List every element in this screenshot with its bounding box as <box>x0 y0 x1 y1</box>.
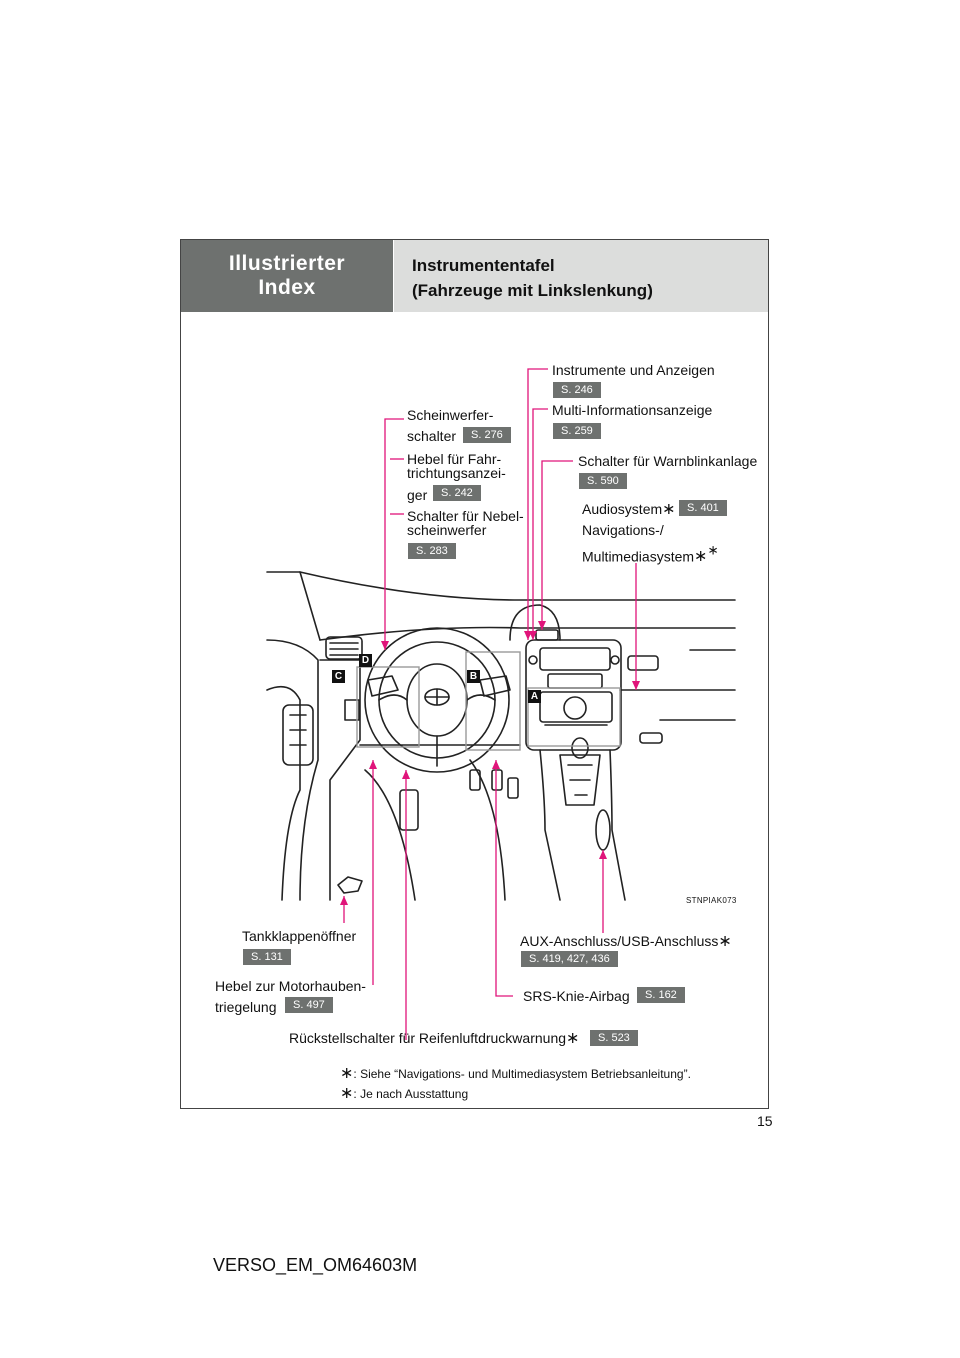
page-header: Instrumententafel (Fahrzeuge mit Linksle… <box>394 240 768 312</box>
label-nebel-line2: scheinwerfer <box>407 522 487 538</box>
badge-srs-page[interactable]: S. 162 <box>637 987 685 1003</box>
label-srs: SRS-Knie-Airbag <box>523 988 630 1004</box>
footnote-ausstattung: ∗: Je nach Ausstattung <box>340 1085 469 1102</box>
label-hebel-line1: Hebel für Fahr- <box>407 451 502 467</box>
badge-scheinwerfer-page[interactable]: S. 276 <box>463 427 511 443</box>
page-frame <box>180 239 769 1109</box>
label-multi-info: Multi-Informationsanzeige <box>552 402 713 418</box>
label-navi-line1: Navigations-/ <box>582 522 664 538</box>
page-title-line1: Instrumententafel <box>412 256 555 275</box>
dashboard-drawing <box>266 571 736 901</box>
leader-arrows <box>340 621 640 905</box>
badge-multi-info-page[interactable]: S. 259 <box>553 423 601 439</box>
badge-aux-page[interactable]: S. 419, 427, 436 <box>521 951 618 967</box>
label-hebel-line3: ger <box>407 487 428 503</box>
badge-warnblink-page[interactable]: S. 590 <box>579 473 627 489</box>
badge-audio-page[interactable]: S. 401 <box>679 500 727 516</box>
section-tab: Illustrierter Index <box>181 240 393 312</box>
section-title: Illustrierter Index <box>228 252 346 299</box>
leader-lines <box>343 368 637 1040</box>
label-nebel-line1: Schalter für Nebel- <box>407 508 524 524</box>
document-code: VERSO_EM_OM64603M <box>213 1255 418 1275</box>
marker-a: A <box>528 690 541 703</box>
label-instrumente: Instrumente und Anzeigen <box>552 362 715 378</box>
badge-tank-page[interactable]: S. 131 <box>243 949 291 965</box>
illustration-code: STNPIAK073 <box>686 896 737 905</box>
badge-motorhaube-page[interactable]: S. 497 <box>285 997 333 1013</box>
badge-instrumente-page[interactable]: S. 246 <box>553 382 601 398</box>
page-number: 15 <box>757 1113 773 1129</box>
badge-reifen-page[interactable]: S. 523 <box>590 1030 638 1046</box>
label-reifen: Rückstellschalter für Reifenluftdruckwar… <box>289 1030 580 1047</box>
page-title-line2: (Fahrzeuge mit Linkslenkung) <box>412 281 653 300</box>
label-tank: Tankklappenöffner <box>242 928 357 944</box>
badge-hebel-page[interactable]: S. 242 <box>433 485 481 501</box>
label-motorhaube-line2: triegelung <box>215 999 277 1015</box>
label-navi-line2: Multimediasystem∗∗ <box>582 543 719 566</box>
marker-c: C <box>332 670 345 683</box>
label-scheinwerfer-line2: schalter <box>407 428 457 444</box>
marker-b: B <box>467 670 480 683</box>
label-warnblink: Schalter für Warnblinkanlage <box>578 453 758 469</box>
label-scheinwerfer-line1: Scheinwerfer- <box>407 407 494 423</box>
label-hebel-line2: trichtungsanzei- <box>407 465 506 481</box>
badge-nebel-page[interactable]: S. 283 <box>408 543 456 559</box>
label-aux: AUX-Anschluss/USB-Anschluss∗ <box>520 933 732 950</box>
label-audio: Audiosystem∗ <box>582 501 676 518</box>
callout-boxes <box>356 651 621 751</box>
footnote-navi: ∗: Siehe “Navigations- und Multimediasys… <box>340 1065 691 1082</box>
label-motorhaube-line1: Hebel zur Motorhauben- <box>215 978 366 994</box>
marker-d: D <box>359 654 372 667</box>
